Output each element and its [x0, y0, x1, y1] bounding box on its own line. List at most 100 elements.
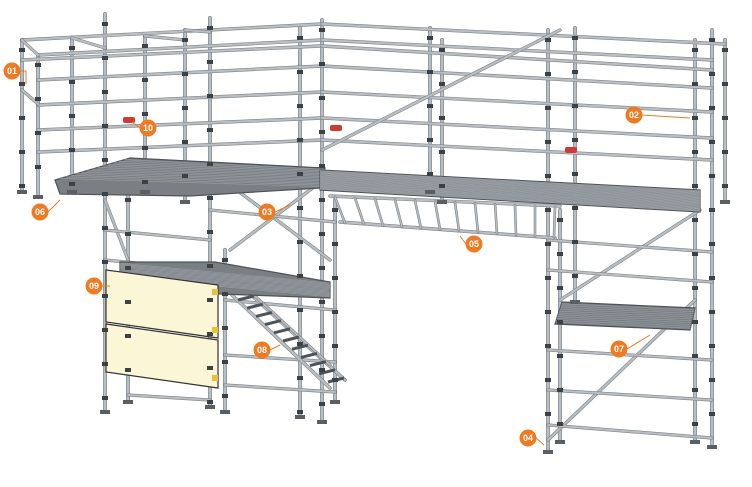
deck-grid [119, 270, 331, 292]
rosette-node [545, 208, 551, 212]
rosette-node [182, 106, 188, 110]
callout-label: 10 [143, 123, 153, 133]
rosette-node [102, 56, 108, 60]
rosette-node [222, 360, 228, 364]
rosette-node [722, 82, 728, 86]
rosette-node [557, 422, 563, 426]
deck-grid [81, 171, 322, 182]
ledger [224, 354, 336, 363]
rosette-node [332, 378, 338, 382]
deck-grid [319, 185, 701, 208]
rosette-node [692, 48, 698, 52]
rosette-node [207, 60, 213, 64]
rosette-node [207, 230, 213, 234]
rosette-node [297, 308, 303, 312]
base-plate [123, 400, 133, 404]
rosette-node [102, 294, 108, 298]
rosette-node [557, 354, 563, 358]
diagonal-brace [558, 208, 702, 302]
truss-web [454, 201, 460, 232]
callout-leader-03 [274, 204, 291, 213]
rosette-node [102, 328, 108, 332]
rosette-node [427, 172, 433, 176]
truss-web [334, 196, 346, 224]
panel-clip [212, 375, 218, 381]
rosette-node [709, 106, 715, 110]
deck-grid [319, 184, 701, 207]
stair-tread [255, 310, 273, 318]
rosette-node [69, 80, 75, 84]
deck-grid [76, 173, 322, 183]
deck-grid [556, 318, 692, 325]
deck-grid [319, 187, 701, 210]
rosette-node [692, 320, 698, 324]
rosette-node [142, 78, 148, 82]
scaffold-decks [54, 157, 701, 331]
rosette-node [692, 286, 698, 290]
rosette-node [102, 362, 108, 366]
rosette-node [427, 70, 433, 74]
rosette-node [125, 334, 131, 338]
rosette-node [709, 174, 715, 178]
guardrail-ledger [36, 138, 324, 154]
rosette-node [207, 128, 213, 132]
callout-label: 06 [35, 207, 45, 217]
rosette-node [207, 298, 213, 302]
scaffold-clamps [17, 22, 730, 454]
rosette-node [545, 276, 551, 280]
rosette-node [332, 242, 338, 246]
truss-web [394, 198, 403, 228]
rosette-node [319, 96, 325, 100]
rosette-node [557, 252, 563, 256]
deck-grid [319, 188, 701, 211]
clamp [123, 117, 135, 123]
deck-grid [319, 170, 701, 192]
rosette-node [709, 140, 715, 144]
cladding-panel [105, 269, 219, 389]
rosette-node [142, 180, 148, 184]
transom [21, 39, 39, 56]
rosette-node [182, 140, 188, 144]
base-plate [220, 410, 230, 414]
rosette-node [69, 114, 75, 118]
guardrail-ledger [36, 64, 324, 82]
stair-tread [282, 335, 300, 343]
rosette-node [69, 148, 75, 152]
stair-stringer [230, 293, 332, 390]
rosette-node [125, 266, 131, 270]
rosette-node [297, 36, 303, 40]
rosette-node [439, 184, 445, 188]
base-plate [180, 200, 190, 204]
deck-grid [119, 263, 331, 285]
rosette-node [722, 150, 728, 154]
rosette-node [319, 232, 325, 236]
deck-grid [108, 163, 324, 175]
deck-grid [561, 303, 695, 311]
callout-leader-07 [626, 334, 651, 350]
guardrail-ledger [36, 90, 324, 107]
deck-grid [319, 171, 701, 192]
callout-marker [625, 106, 643, 124]
rosette-node [692, 184, 698, 188]
rosette-node [709, 344, 715, 348]
ledger [224, 384, 336, 393]
ledger [547, 424, 713, 439]
base-plate [17, 190, 27, 194]
rosette-node [572, 206, 578, 210]
callout-10: 10 [139, 119, 157, 137]
ledger [547, 349, 713, 361]
rosette-node [102, 260, 108, 264]
callout-leader-08 [269, 344, 281, 351]
callout-marker [465, 235, 483, 253]
truss-web [514, 204, 517, 236]
deck-grid [119, 266, 331, 287]
rosette-node [427, 104, 433, 108]
rosette-node [19, 48, 25, 52]
rosette-node [722, 116, 728, 120]
base-plate [317, 420, 327, 424]
callout-label: 01 [7, 66, 17, 76]
stair-tread [273, 327, 291, 335]
deck-grid [119, 269, 331, 291]
